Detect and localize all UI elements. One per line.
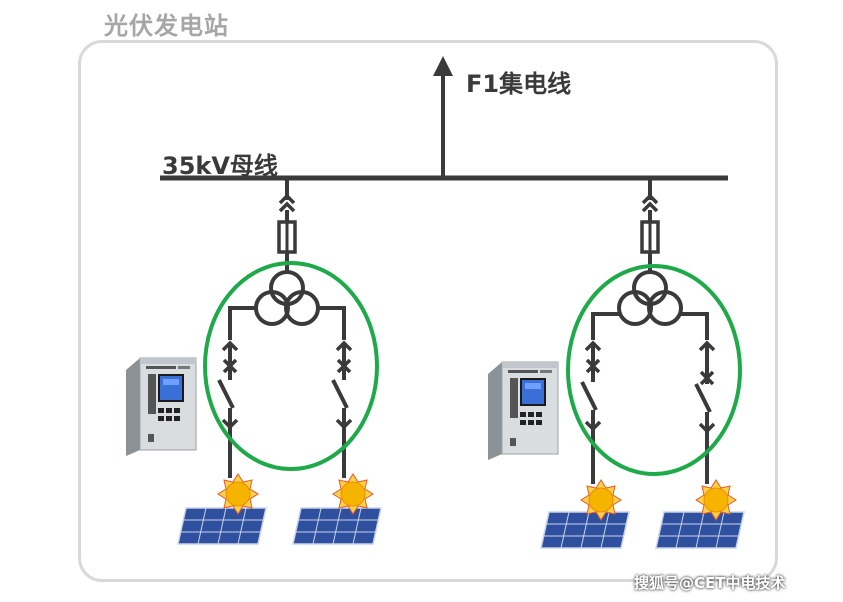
sun-icon <box>580 479 622 521</box>
feeder-arrow-icon <box>433 56 453 178</box>
protection-relay-icon <box>125 357 197 457</box>
transformer-icon <box>617 270 683 326</box>
transformer-icon <box>254 270 320 326</box>
station-frame <box>78 40 778 582</box>
bus-label: 35kV母线 <box>162 152 278 180</box>
watermark: 搜狐号@CET中电技术 <box>634 574 786 592</box>
solar-panel-icon <box>177 507 267 545</box>
sun-icon <box>217 473 259 515</box>
unit-right <box>487 178 745 549</box>
unit-left <box>125 178 382 545</box>
page-title: 光伏发电站 <box>104 12 229 40</box>
protection-zone <box>203 261 379 471</box>
feeder-label: F1集电线 <box>466 70 572 98</box>
solar-panel-icon <box>540 511 630 549</box>
protection-zone <box>566 264 742 476</box>
solar-panel-icon <box>292 507 382 545</box>
solar-panel-icon <box>655 511 745 549</box>
sun-icon <box>332 473 374 515</box>
sun-icon <box>695 479 737 521</box>
protection-relay-icon <box>487 361 559 461</box>
